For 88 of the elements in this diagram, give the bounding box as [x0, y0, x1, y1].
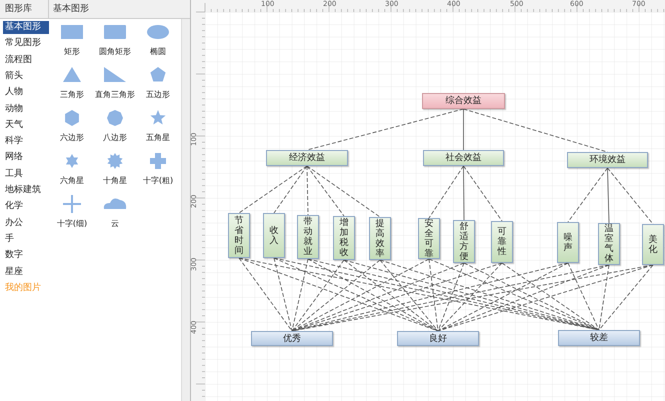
connector-line	[463, 166, 502, 222]
category-item: 数字	[4, 249, 24, 262]
connector-line	[438, 264, 654, 332]
title-box: 综合效益	[422, 93, 505, 109]
connector-line	[292, 260, 380, 332]
connector-line	[292, 262, 568, 332]
category-item: 工具	[4, 168, 24, 181]
category-item: 动物	[4, 102, 24, 116]
category-item: 基本图形	[3, 21, 49, 34]
connector-line	[306, 166, 380, 218]
connector-line	[238, 166, 308, 214]
connector-line	[438, 262, 502, 332]
category-item: 手	[4, 232, 15, 246]
category-item: 箭头	[4, 70, 24, 83]
connector-line	[308, 258, 438, 332]
category-box: 社会效益	[423, 150, 504, 166]
shape-name: 五角星	[146, 132, 170, 143]
criterion-box: 美化	[642, 224, 664, 265]
connector-line	[344, 260, 438, 332]
shape-name: 八边形	[103, 132, 127, 143]
category-box: 环境效益	[567, 152, 648, 168]
category-item: 科学	[4, 135, 24, 148]
connector-line	[568, 168, 608, 222]
connector-line	[607, 168, 654, 224]
shape-name: 十字(粗)	[142, 175, 174, 186]
category-item: 常见图形	[4, 37, 42, 50]
criterion-box: 噪声	[557, 222, 579, 263]
criterion-box: 收入	[263, 213, 285, 258]
connector-line	[438, 264, 610, 332]
shape-name: 六边形	[60, 132, 84, 143]
connector-line	[428, 166, 464, 218]
connector-line	[380, 260, 438, 332]
connector-line	[292, 258, 308, 332]
shape-name: 直角三角形	[95, 89, 135, 100]
connector-line	[598, 264, 610, 330]
connector-line	[428, 258, 438, 332]
connector-line	[598, 264, 654, 330]
shape-name: 五边形	[146, 89, 170, 100]
shape-name: 椭圆	[150, 46, 166, 57]
criterion-box: 增加税收	[333, 216, 355, 260]
category-item: 办公	[4, 216, 24, 230]
connector-line	[463, 166, 464, 220]
connector-line	[306, 166, 344, 216]
criterion-box: 提高效率	[369, 217, 391, 260]
tab-label: 基本图形	[53, 4, 89, 15]
category-item: 星座	[4, 266, 24, 278]
shape-name: 十字(细)	[56, 218, 88, 229]
connector-line	[238, 258, 438, 332]
criterion-box: 可靠性	[491, 221, 513, 263]
shape-name: 云	[111, 218, 119, 229]
connector-line	[607, 168, 610, 224]
connector-line	[438, 262, 464, 332]
connector-line	[568, 262, 600, 330]
connector-line	[292, 258, 430, 332]
category-item: 网络	[4, 151, 24, 164]
connector-line	[274, 166, 308, 214]
connector-line	[463, 108, 608, 152]
connector-line	[238, 258, 292, 332]
connector-line	[306, 166, 308, 216]
grade-box: 较差	[558, 330, 640, 346]
connector-line	[306, 108, 464, 150]
category-item: 人物	[4, 86, 24, 100]
category-item: 地标建筑	[4, 184, 42, 197]
grade-box: 良好	[397, 331, 479, 346]
category-item: 我的图片	[4, 282, 42, 295]
category-item: 化学	[4, 200, 24, 214]
connector-line	[438, 262, 568, 332]
criterion-box: 温室气体	[598, 223, 620, 265]
category-item: 天气	[4, 118, 24, 132]
connector-line	[274, 258, 438, 332]
shape-name: 十角星	[103, 175, 127, 186]
criterion-box: 安全可靠	[418, 218, 440, 259]
shape-name: 圆角矩形	[99, 46, 131, 57]
criterion-box: 带动就业	[297, 215, 319, 259]
shape-name: 三角形	[60, 89, 84, 100]
connector-line	[292, 260, 344, 332]
grade-box: 优秀	[251, 331, 333, 346]
connector-line	[428, 258, 600, 330]
panel-title: 图形库	[5, 4, 32, 15]
connector-line	[502, 262, 600, 330]
shape-name: 矩形	[64, 46, 80, 57]
shape-name: 六角星	[60, 175, 84, 186]
connector-line	[463, 108, 464, 150]
criterion-box: 舒适方便	[453, 220, 475, 263]
criterion-box: 节省时间	[228, 213, 250, 258]
category-box: 经济效益	[266, 150, 348, 166]
category-item: 流程图	[4, 54, 33, 67]
connector-line	[274, 258, 292, 332]
